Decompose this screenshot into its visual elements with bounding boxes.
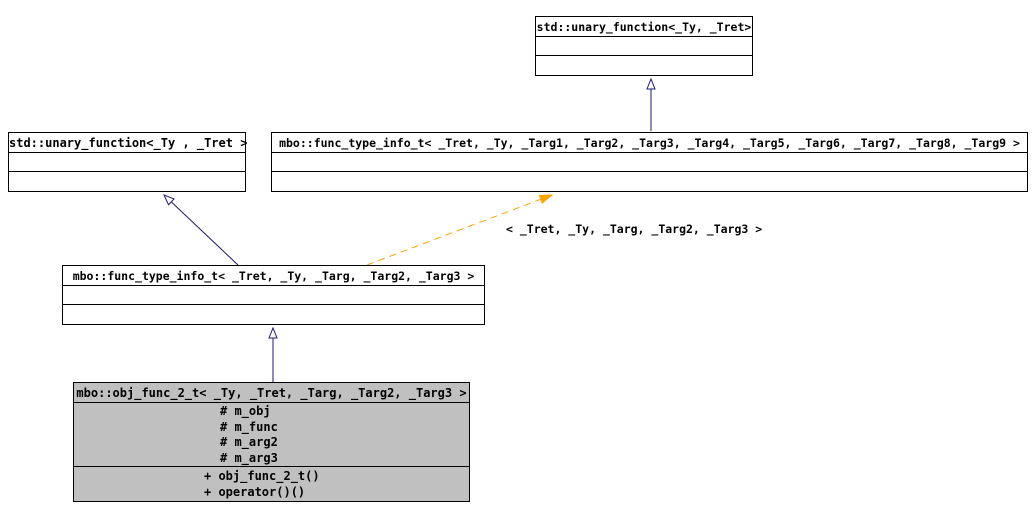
empty-methods-compartment [9,172,245,191]
class-node-func-type-info-t-primary[interactable]: mbo::func_type_info_t< _Tret, _Ty, _Targ… [271,132,1028,192]
class-title: mbo::func_type_info_t< _Tret, _Ty, _Targ… [272,133,1027,153]
class-node-func-type-info-t-instance[interactable]: mbo::func_type_info_t< _Tret, _Ty, _Targ… [62,265,485,325]
attribute-m-func: # m_func [220,419,278,434]
empty-attributes-compartment [63,286,484,305]
empty-attributes-compartment [272,153,1027,172]
inheritance-edge-functypeinfo3-to-stdunaryfunction [164,195,239,266]
class-title: mbo::func_type_info_t< _Tret, _Ty, _Targ… [63,266,484,286]
attribute-m-arg3: # m_arg3 [220,450,278,465]
class-node-std-unary-function-base[interactable]: std::unary_function<_Ty , _Tret > [8,132,247,192]
empty-attributes-compartment [9,153,245,172]
attributes-compartment: # m_obj # m_func # m_arg2 # m_arg3 [74,403,469,467]
template-instantiation-edge [366,195,552,266]
class-node-std-unary-function[interactable]: std::unary_function<_Ty, _Tret> [535,16,753,76]
empty-attributes-compartment [536,37,752,56]
method-call-operator: + operator()() [204,484,306,499]
empty-methods-compartment [63,305,484,324]
method-constructor: + obj_func_2_t() [204,469,320,483]
empty-methods-compartment [272,172,1027,191]
class-title: std::unary_function<_Ty, _Tret> [536,17,752,37]
class-title: std::unary_function<_Ty , _Tret > [9,133,247,153]
attribute-m-obj: # m_obj [220,404,271,418]
class-node-obj-func-2-t[interactable]: mbo::obj_func_2_t< _Ty, _Tret, _Targ, _T… [73,382,470,502]
template-arguments-label: < _Tret, _Ty, _Targ, _Targ2, _Targ3 > [506,222,763,236]
methods-compartment: + obj_func_2_t() + operator()() [74,467,469,501]
empty-methods-compartment [536,56,752,75]
class-title: mbo::obj_func_2_t< _Ty, _Tret, _Targ, _T… [74,383,469,403]
attribute-m-arg2: # m_arg2 [220,435,278,449]
